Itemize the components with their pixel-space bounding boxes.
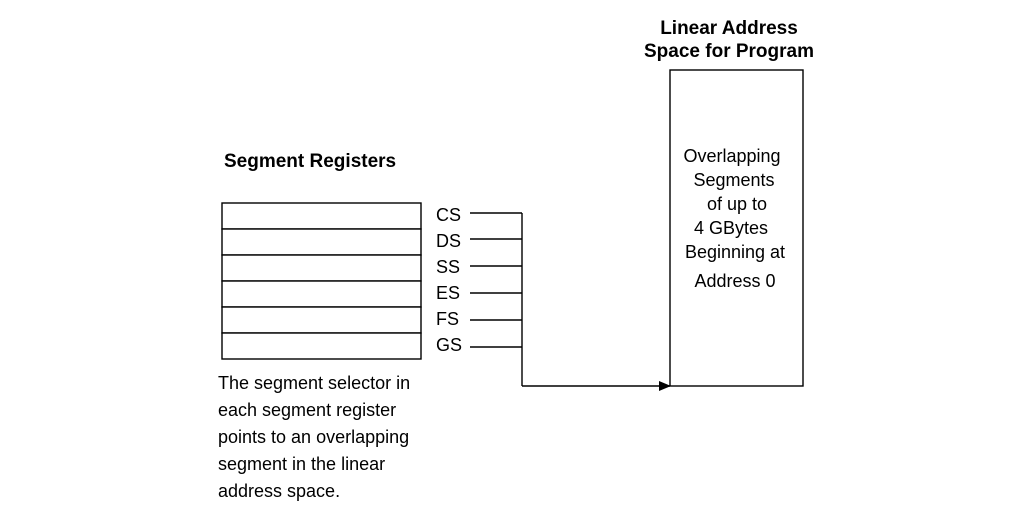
note-line-4: segment in the linear [218,454,385,474]
register-box-fs [221,306,422,334]
linear-space-text-6: Address 0 [694,271,775,291]
register-box-cs [221,202,422,230]
register-box-ss [221,254,422,282]
register-label-cs: CS [436,205,461,225]
register-label-gs: GS [436,335,462,355]
register-labels: CS DS SS ES FS GS [436,205,462,355]
register-stack [221,202,422,360]
linear-space-title-line-2: Space for Program [644,41,814,62]
linear-space-text-5: Beginning at [685,242,785,262]
register-label-ds: DS [436,231,461,251]
note-line-5: address space. [218,481,340,501]
segment-registers-title: Segment Registers [224,151,396,172]
segment-note: The segment selector in each segment reg… [218,373,410,501]
note-line-1: The segment selector in [218,373,410,393]
register-box-es [221,280,422,308]
register-label-fs: FS [436,309,459,329]
linear-space-text-1: Overlapping [683,146,780,166]
linear-space-title-line-1: Linear Address [660,18,798,39]
register-label-es: ES [436,283,460,303]
note-line-3: points to an overlapping [218,427,409,447]
linear-space-text-2: Segments [693,170,774,190]
linear-address-space-box [669,69,804,387]
note-line-2: each segment register [218,400,396,420]
linear-space-contents: Overlapping Segments of up to 4 GBytes B… [683,146,785,291]
linear-space-text-3: of up to [707,194,767,214]
register-connectors [470,212,671,391]
register-box-ds [221,228,422,256]
register-box-gs [221,332,422,360]
linear-space-text-4: 4 GBytes [694,218,768,238]
register-label-ss: SS [436,257,460,277]
